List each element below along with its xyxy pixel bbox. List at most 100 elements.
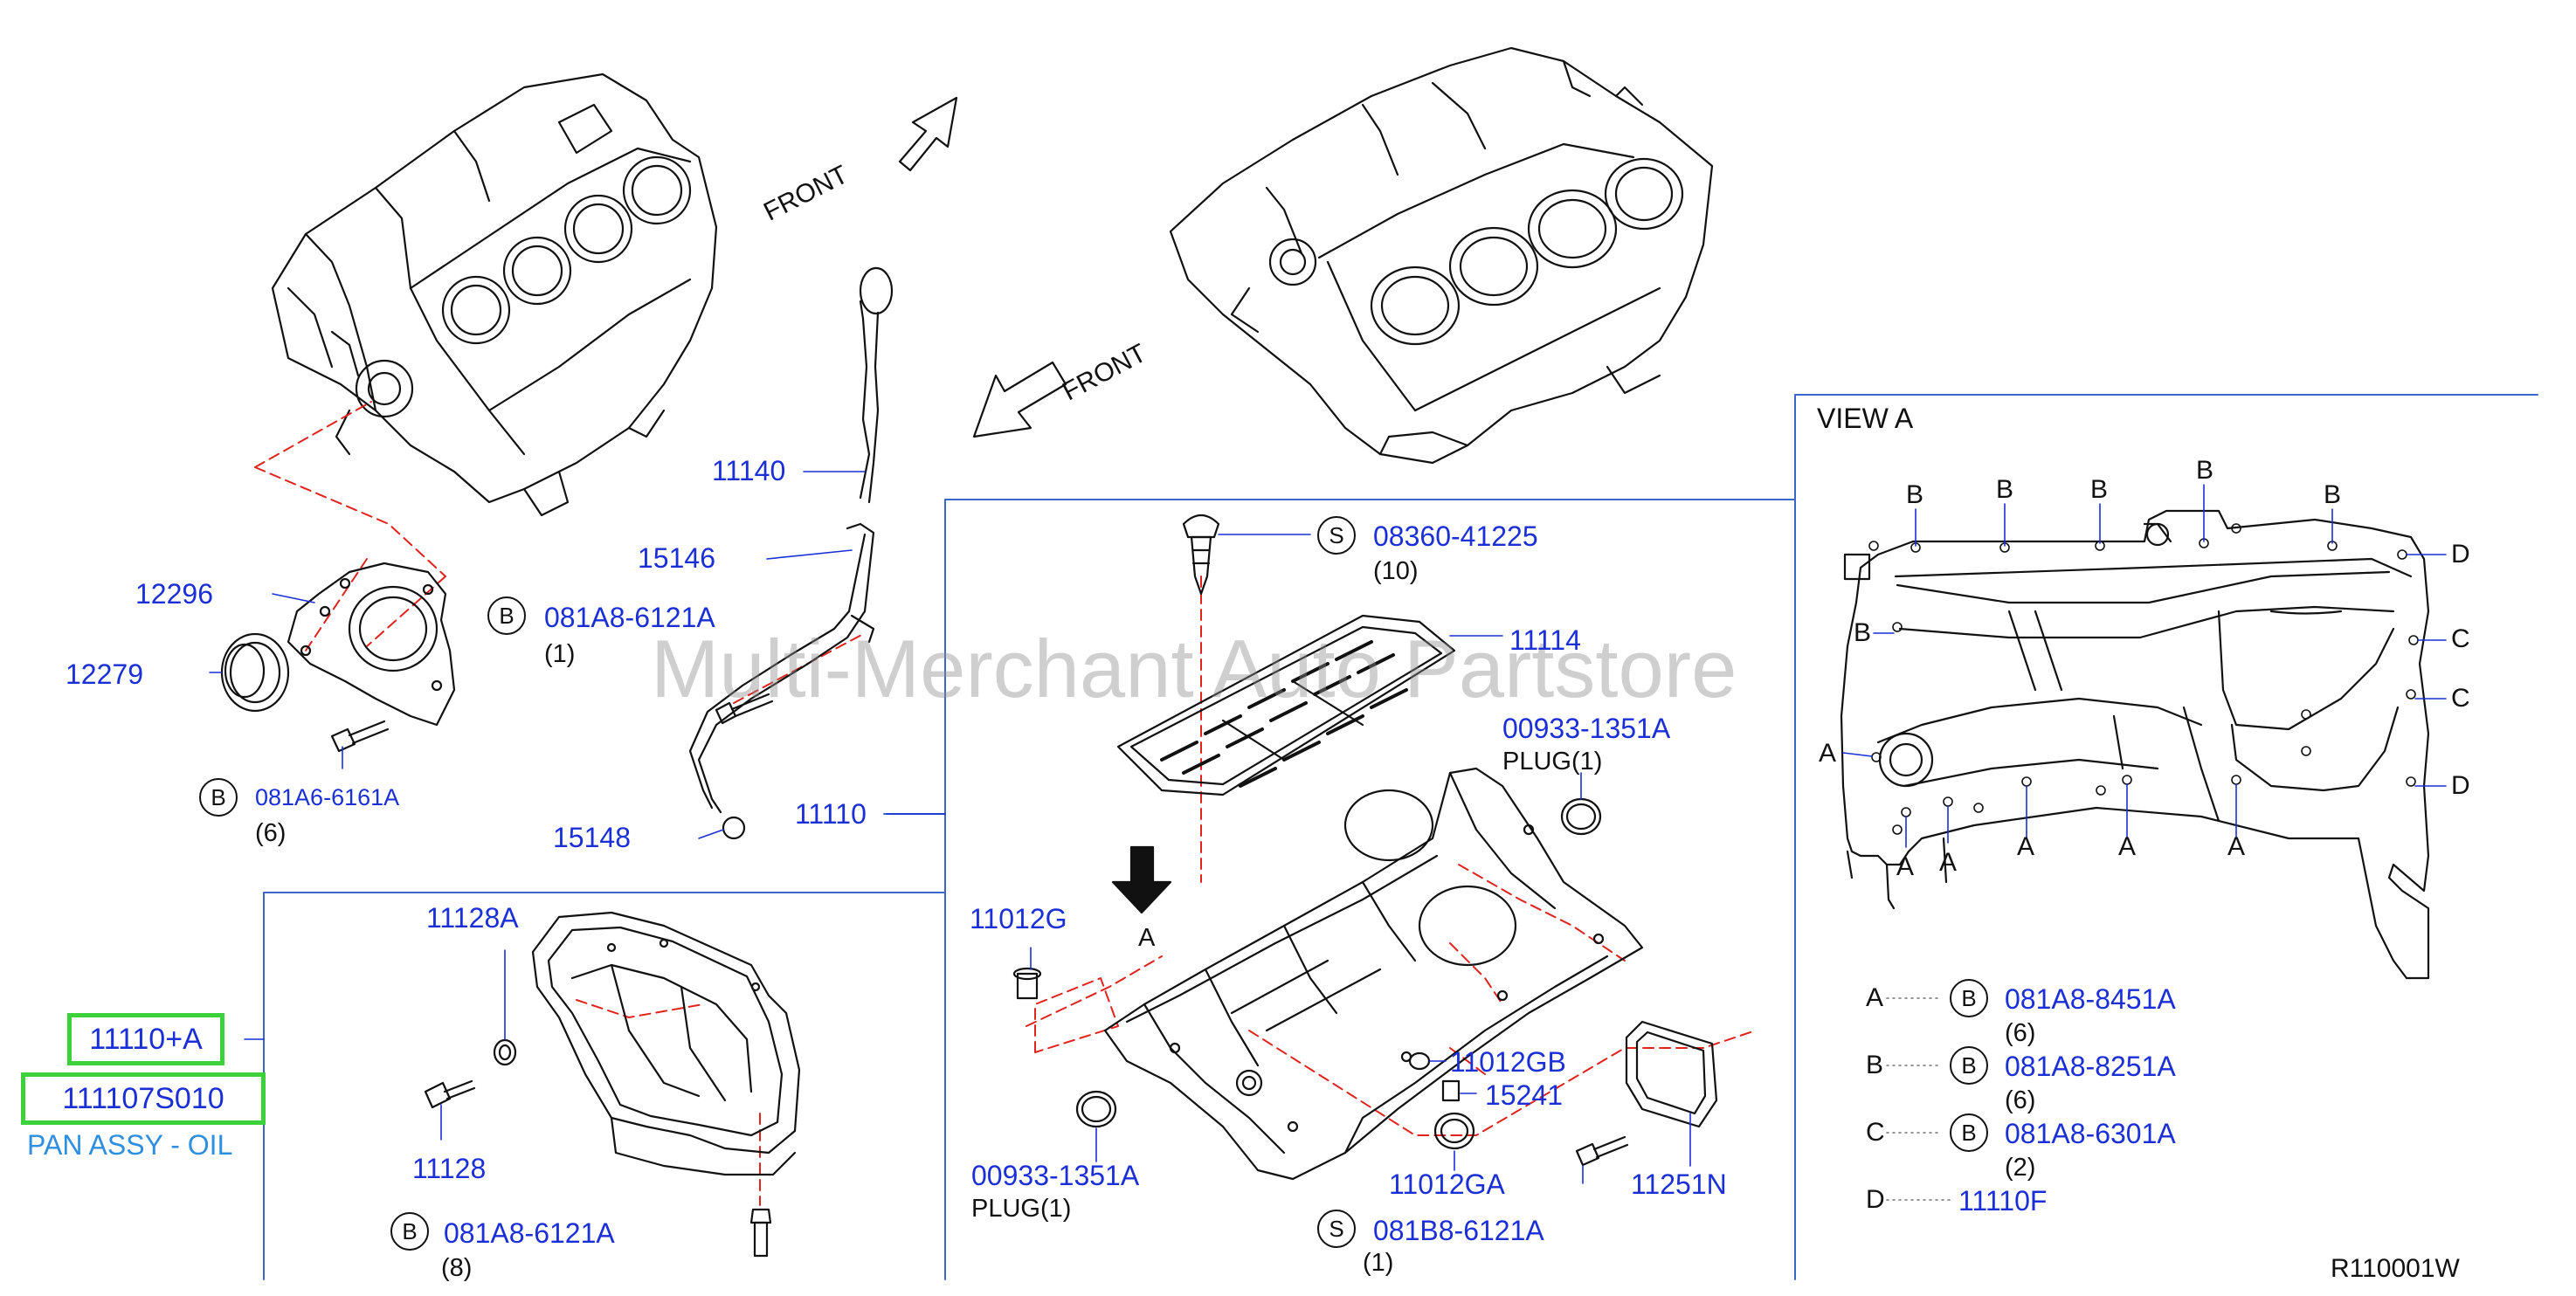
view-a-title: VIEW A	[1817, 403, 1914, 434]
part-081A8-6121A-lower[interactable]: 081A8-6121A	[444, 1217, 615, 1249]
view-a-marker: A	[1896, 852, 1915, 881]
dipstick-drawing	[859, 266, 894, 504]
part-081A6-6161A[interactable]: 081A6-6161A	[255, 784, 400, 810]
part-11114[interactable]: 11114	[1509, 624, 1581, 656]
screw-drawing	[1182, 514, 1220, 596]
lower-pan-bolt-drawing	[749, 1208, 772, 1258]
legend-key-b: B	[1866, 1051, 1884, 1079]
part-11012G[interactable]: 11012G	[970, 903, 1067, 934]
legend-part-d[interactable]: 11110F	[1958, 1185, 2048, 1217]
legend-part-b[interactable]: 081A8-8251A	[2005, 1051, 2176, 1082]
drain-washer-drawing	[493, 1038, 517, 1066]
diagram-ref-code: R110001W	[2331, 1254, 2460, 1283]
legend-part-c[interactable]: 081A8-6301A	[2005, 1118, 2176, 1149]
watermark-text: Multi-Merchant Auto Partstore	[651, 623, 1737, 714]
seal-retainer-drawing	[287, 562, 456, 727]
view-a-pan-outline	[1840, 509, 2430, 980]
part-11140[interactable]: 11140	[712, 455, 786, 486]
part-15241[interactable]: 15241	[1485, 1079, 1563, 1111]
view-a-marker: C	[2451, 624, 2470, 653]
part-081A8-6121A-top[interactable]: 081A8-6121A	[544, 602, 715, 633]
view-a-marker: A	[2118, 832, 2137, 861]
qty-label: (8)	[441, 1254, 473, 1282]
pan-assy-caption: PAN ASSY - OIL	[27, 1129, 233, 1161]
arrow-a-label: A	[1138, 924, 1156, 952]
part-11251N[interactable]: 11251N	[1631, 1168, 1727, 1200]
o-ring-11012GA-drawing	[1433, 1112, 1475, 1150]
view-a-marker: A	[1819, 739, 1837, 768]
section-frames	[263, 394, 2538, 1280]
baffle-plate-drawing	[1116, 614, 1456, 796]
bolt-type-circle: B	[390, 1212, 429, 1251]
part-15148[interactable]: 15148	[553, 822, 631, 853]
bolt-type-circle: B	[199, 778, 238, 817]
drain-plug-drawing	[424, 1079, 476, 1109]
oil-seal-drawing	[220, 632, 290, 713]
bolt-drawing-2	[330, 720, 390, 753]
part-11128A[interactable]: 11128A	[426, 902, 519, 934]
screw-type-circle: S	[1317, 516, 1356, 555]
view-a-marker: B	[2324, 480, 2342, 509]
qty-label: (6)	[255, 819, 287, 847]
part-12279[interactable]: 12279	[66, 658, 143, 690]
highlight-11110-A[interactable]: 11110+A	[67, 1013, 224, 1065]
view-a-marker: D	[2451, 771, 2470, 800]
gasket-11251N-drawing	[1625, 1020, 1718, 1128]
view-a-marker: A	[1939, 848, 1958, 877]
part-00933-1351A-bottom[interactable]: 00933-1351A	[971, 1160, 1140, 1191]
lower-oil-pan-drawing	[531, 911, 801, 1176]
legend-qty-c: (2)	[2005, 1154, 2036, 1182]
upper-oil-pan-drawing	[1103, 767, 1644, 1181]
part-12296[interactable]: 12296	[135, 578, 213, 610]
bolt-type-circle: B	[487, 596, 526, 635]
front-arrow-mid	[972, 361, 1067, 438]
legend-key-a: A	[1866, 983, 1884, 1012]
highlight-111107S010-text: 111107S010	[62, 1081, 224, 1115]
legend-part-a[interactable]: 081A8-8451A	[2005, 983, 2176, 1015]
view-a-marker: B	[1906, 480, 1924, 509]
legend-circle-a: B	[1950, 979, 1988, 1017]
qty-label: (10)	[1373, 557, 1419, 585]
view-a-marker: B	[2090, 475, 2109, 504]
engine-block-left-drawing	[271, 72, 718, 517]
front-arrow-top	[898, 96, 958, 172]
screw-type-circle: S	[1317, 1210, 1356, 1248]
legend-qty-a: (6)	[2005, 1019, 2036, 1047]
view-a-marker: B	[2196, 456, 2214, 485]
o-ring-bottom-drawing	[1075, 1090, 1117, 1128]
plug-11012G-drawing	[1012, 967, 1042, 1000]
qty-label: (1)	[544, 640, 576, 668]
legend-circle-c: B	[1950, 1113, 1988, 1152]
bolt-081B8-drawing	[1575, 1135, 1629, 1167]
part-11012GB[interactable]: 11012GB	[1450, 1046, 1566, 1078]
view-a-marker: A	[2017, 832, 2035, 861]
view-a-marker: A	[2227, 832, 2246, 861]
plug-label-top: PLUG(1)	[1502, 748, 1603, 776]
part-11012GA[interactable]: 11012GA	[1389, 1168, 1505, 1200]
view-a-bolt-dots	[1868, 523, 2419, 835]
view-a-leaders	[1842, 484, 2447, 848]
o-ring-top-drawing	[1560, 797, 1602, 836]
legend-key-c: C	[1866, 1118, 1885, 1147]
view-a-marker: C	[2451, 684, 2470, 713]
legend-dotted-leaders	[1886, 997, 1954, 1201]
highlight-111107S010[interactable]: 111107S010	[21, 1072, 266, 1125]
plug-label-bottom: PLUG(1)	[971, 1195, 1072, 1223]
part-11110[interactable]: 11110	[795, 798, 867, 830]
part-00933-1351A-top[interactable]: 00933-1351A	[1502, 713, 1671, 744]
o-ring-11012GB-drawing	[1408, 1051, 1431, 1071]
part-081B8-6121A[interactable]: 081B8-6121A	[1373, 1215, 1544, 1246]
view-a-marker: B	[1996, 475, 2014, 504]
legend-qty-b: (6)	[2005, 1086, 2036, 1114]
part-15146[interactable]: 15146	[638, 542, 715, 574]
guide-tube-drawing	[688, 522, 875, 840]
legend-circle-b: B	[1950, 1046, 1988, 1085]
view-a-marker: D	[2451, 540, 2470, 569]
part-08360-41225[interactable]: 08360-41225	[1373, 520, 1538, 552]
part-11128[interactable]: 11128	[412, 1153, 487, 1184]
highlight-11110-A-text: 11110+A	[89, 1022, 203, 1056]
qty-label: (1)	[1363, 1249, 1394, 1277]
label-leaders	[209, 471, 1691, 1184]
